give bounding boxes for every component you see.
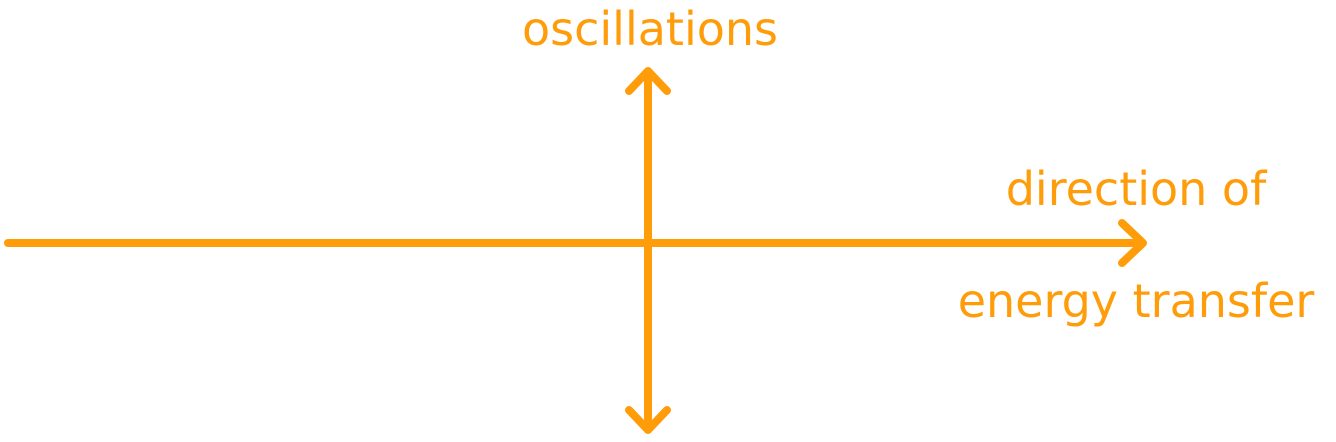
- oscillations-label: oscillations: [521, 2, 779, 56]
- direction-label-line1: direction of: [1005, 162, 1267, 216]
- direction-label-line2: energy transfer: [957, 274, 1315, 328]
- oscillation-arrowhead-up: [625, 67, 671, 95]
- energy-transfer-arrowhead: [1118, 219, 1147, 267]
- oscillation-arrowhead-down: [625, 406, 671, 434]
